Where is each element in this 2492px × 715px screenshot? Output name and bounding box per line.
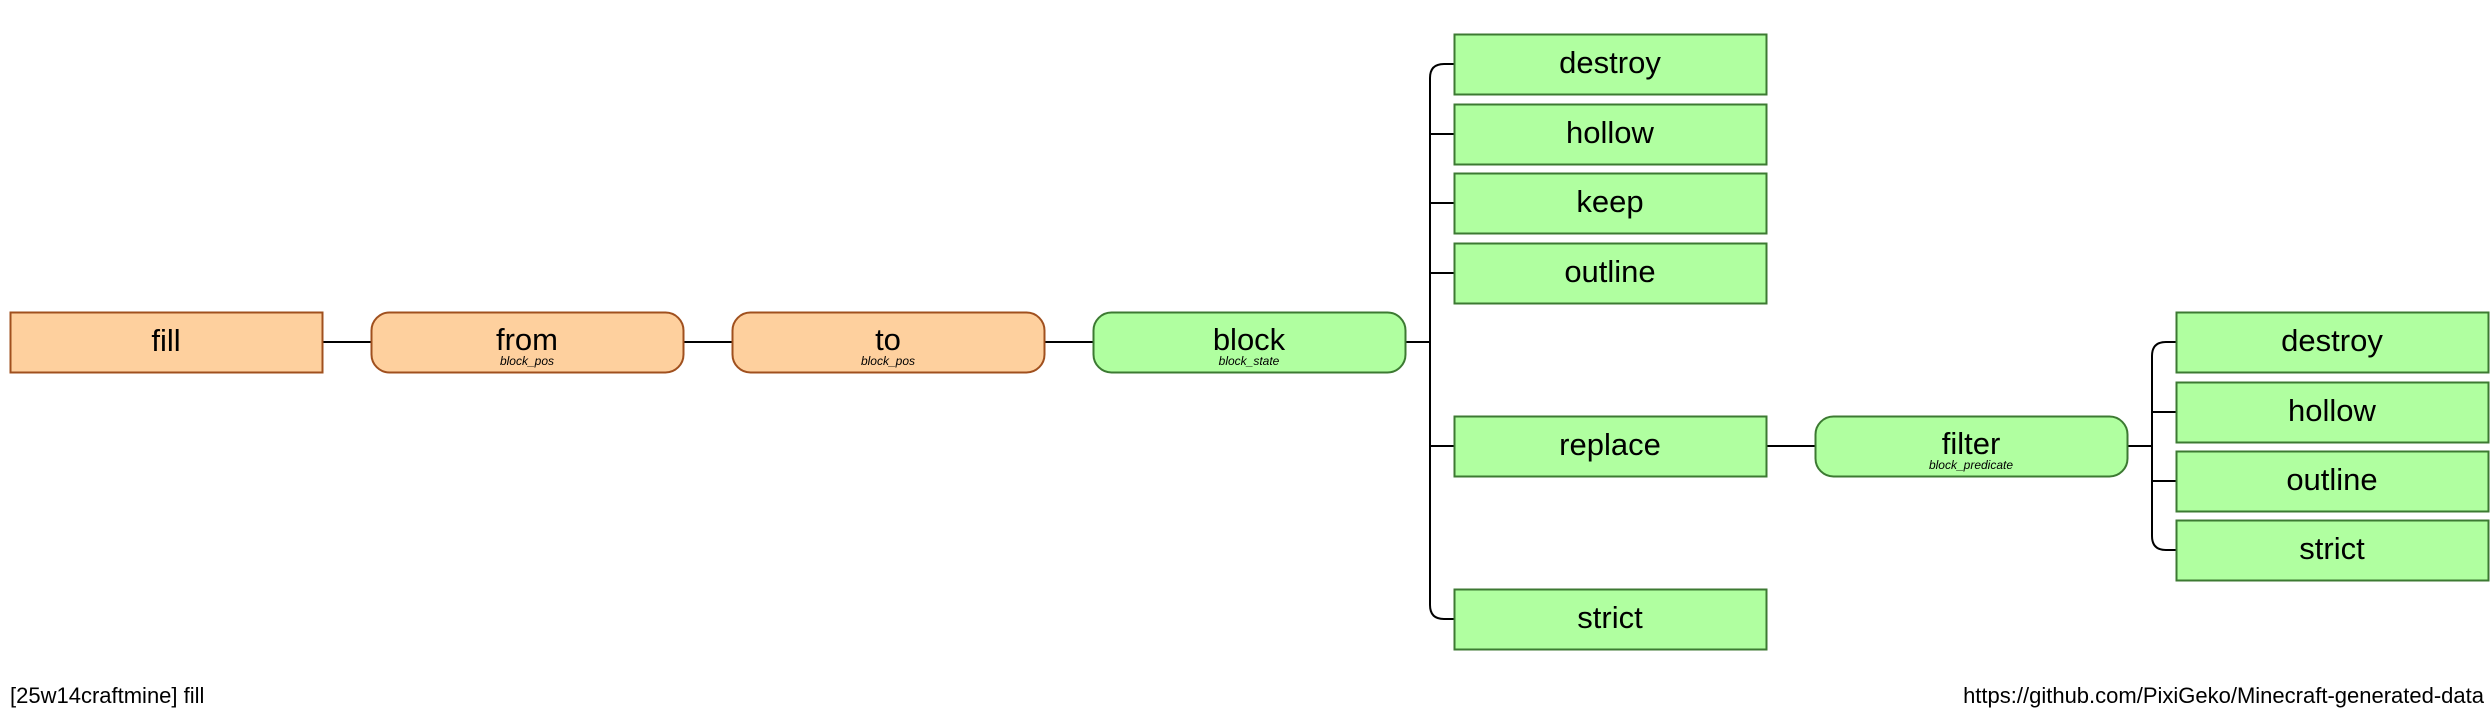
node-box [1814, 415, 2129, 478]
node-box [2175, 381, 2490, 444]
node-label: to [875, 322, 901, 357]
node-label: fill [151, 323, 180, 358]
node-box [2175, 311, 2490, 374]
node-label: outline [2286, 462, 2377, 497]
node-label: destroy [1559, 45, 1661, 80]
footer-source-url: https://github.com/PixiGeko/Minecraft-ge… [1963, 683, 2484, 708]
node-label: hollow [1566, 115, 1654, 150]
edge-block-strict [1429, 604, 1454, 620]
node-label: replace [1559, 427, 1661, 462]
node-strict: strict [1453, 588, 1768, 651]
node-box [1453, 103, 1768, 166]
node-filter-hollow: hollow [2175, 381, 2490, 444]
node-label: outline [1564, 254, 1655, 289]
node-filter-outline: outline [2175, 450, 2490, 513]
edges [322, 63, 2176, 620]
node-box [9, 311, 324, 374]
node-hollow: hollow [1453, 103, 1768, 166]
node-filter-strict: strict [2175, 519, 2490, 582]
node-box [1453, 33, 1768, 96]
node-box [1092, 311, 1407, 374]
node-box [1453, 415, 1768, 478]
node-type-label: block_pos [500, 354, 554, 368]
node-box [370, 311, 685, 374]
node-label: strict [1577, 600, 1643, 635]
node-box [1453, 588, 1768, 651]
node-label: filter [1942, 426, 2001, 461]
node-keep: keep [1453, 172, 1768, 235]
node-box [731, 311, 1046, 374]
node-label: hollow [2288, 393, 2376, 428]
node-replace: replace [1453, 415, 1768, 478]
footer-version-label: [25w14craftmine] fill [10, 683, 205, 708]
node-type-label: block_state [1219, 354, 1280, 368]
edge-block-destroy [1429, 63, 1454, 79]
node-box [2175, 450, 2490, 513]
node-label: strict [2299, 531, 2365, 566]
node-filter-destroy: destroy [2175, 311, 2490, 374]
node-fill: fill [9, 311, 324, 374]
node-label: destroy [2281, 323, 2383, 358]
node-box [2175, 519, 2490, 582]
node-outline: outline [1453, 242, 1768, 305]
node-label: from [496, 322, 558, 357]
node-box [1453, 242, 1768, 305]
node-destroy: destroy [1453, 33, 1768, 96]
node-type-label: block_predicate [1929, 458, 2013, 472]
node-box [1453, 172, 1768, 235]
edge-filter-filter_destroy [2151, 341, 2176, 357]
node-type-label: block_pos [861, 354, 915, 368]
node-label: block [1213, 322, 1286, 357]
edge-filter-filter_strict [2151, 535, 2176, 551]
node-label: keep [1576, 184, 1643, 219]
